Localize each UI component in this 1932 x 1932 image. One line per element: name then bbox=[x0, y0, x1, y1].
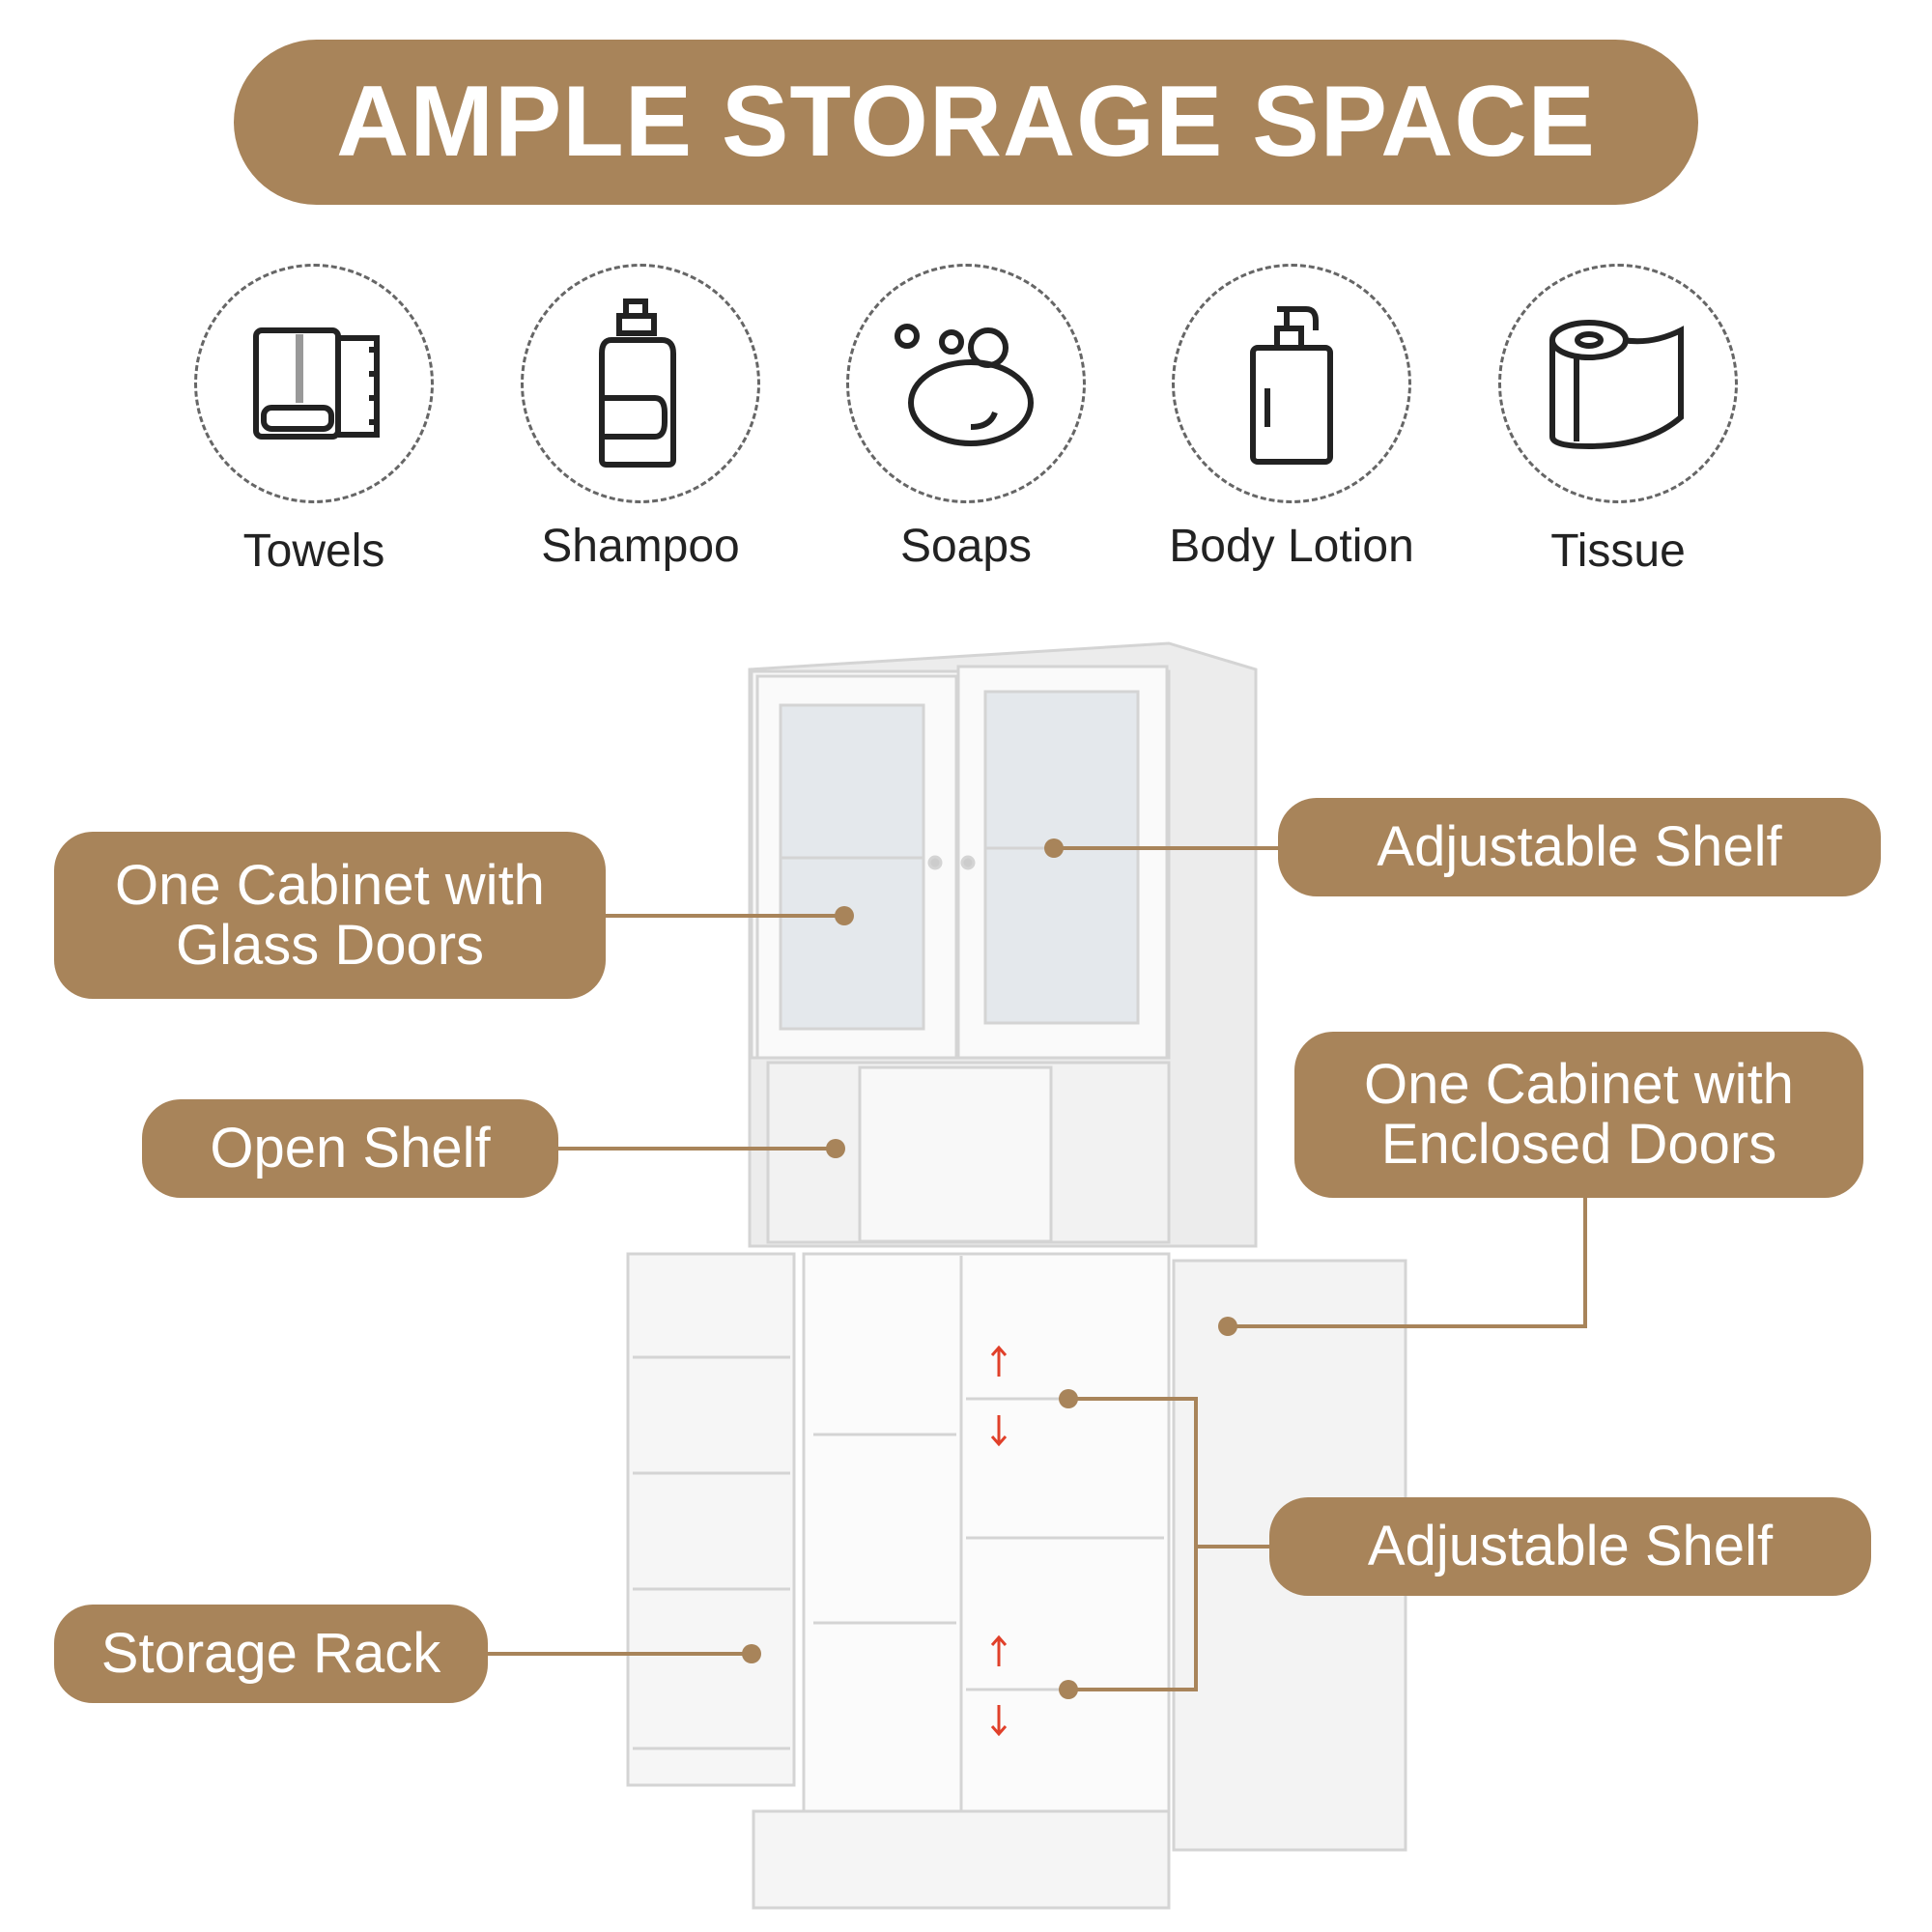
item-label-body-lotion: Body Lotion bbox=[1169, 521, 1414, 572]
callout-glass-cabinet-line1: One Cabinet with bbox=[115, 853, 545, 917]
shampoo-bottle-icon bbox=[599, 298, 676, 468]
callout-enclosed-cabinet-line1: One Cabinet with bbox=[1364, 1053, 1794, 1116]
callout-connectors bbox=[488, 846, 1587, 1691]
tissue-roll-icon bbox=[1549, 320, 1684, 450]
item-label-shampoo: Shampoo bbox=[541, 521, 740, 572]
item-label-towels: Towels bbox=[242, 526, 385, 577]
callout-glass-cabinet-line2: Glass Doors bbox=[175, 913, 485, 977]
page-title: AMPLE STORAGE SPACE bbox=[234, 40, 1698, 205]
towel-icon bbox=[253, 327, 380, 440]
callout-enclosed-cabinet-line2: Enclosed Doors bbox=[1380, 1113, 1777, 1176]
callout-glass-cabinet: One Cabinet with Glass Doors bbox=[54, 832, 606, 999]
tissue-circle bbox=[1498, 264, 1738, 503]
shampoo-circle bbox=[521, 264, 760, 503]
adjust-arrows bbox=[990, 1345, 1008, 1737]
item-label-tissue: Tissue bbox=[1550, 526, 1686, 577]
soap-icon bbox=[895, 324, 1034, 446]
item-label-soaps: Soaps bbox=[899, 521, 1033, 572]
callout-adjustable-shelf-bottom: Adjustable Shelf bbox=[1269, 1497, 1871, 1596]
callout-enclosed-cabinet: One Cabinet with Enclosed Doors bbox=[1294, 1032, 1863, 1198]
callout-open-shelf: Open Shelf bbox=[142, 1099, 558, 1198]
callout-dots bbox=[742, 838, 1237, 1699]
callout-storage-rack: Storage Rack bbox=[54, 1605, 488, 1703]
lotion-pump-icon bbox=[1250, 306, 1333, 465]
towels-circle bbox=[194, 264, 434, 503]
body-lotion-circle bbox=[1172, 264, 1411, 503]
soaps-circle bbox=[846, 264, 1086, 503]
callout-adjustable-shelf-top: Adjustable Shelf bbox=[1278, 798, 1881, 896]
